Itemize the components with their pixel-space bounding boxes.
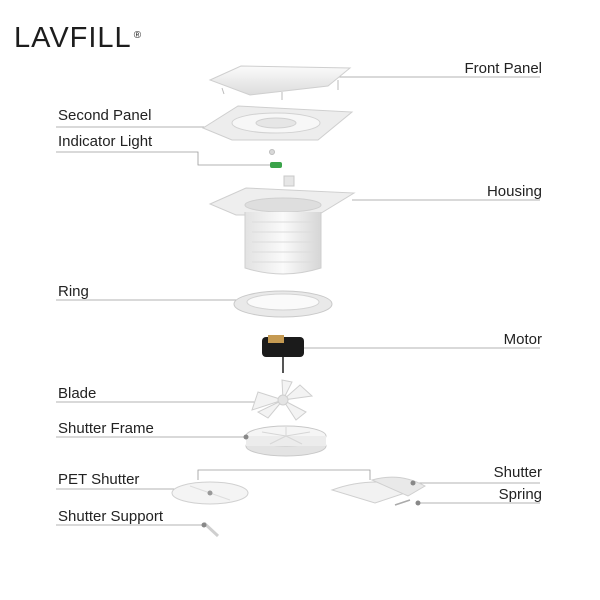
label-blade: Blade xyxy=(58,385,97,402)
label-shutter-frame: Shutter Frame xyxy=(58,420,154,437)
ring-part xyxy=(233,290,333,318)
front-panel-part xyxy=(208,65,352,100)
pet-shutter-part xyxy=(171,481,249,505)
shutter-part xyxy=(330,476,427,504)
motor-part xyxy=(262,335,304,373)
label-spring: Spring xyxy=(498,486,542,503)
label-shutter: Shutter xyxy=(493,464,542,481)
housing-part xyxy=(208,175,356,275)
second-panel-part xyxy=(201,105,354,141)
label-shutter-support: Shutter Support xyxy=(58,508,164,525)
label-pet-shutter: PET Shutter xyxy=(58,471,140,488)
brand-logo: LAVFILL® xyxy=(14,22,143,54)
blade-part xyxy=(251,379,314,421)
indicator-light-part xyxy=(269,149,282,168)
shutter-frame-part xyxy=(243,425,327,457)
shutter-support-part xyxy=(201,521,220,538)
label-motor: Motor xyxy=(503,331,542,348)
label-second-panel: Second Panel xyxy=(58,107,152,124)
label-ring: Ring xyxy=(58,283,89,300)
label-front-panel: Front Panel xyxy=(464,60,542,77)
label-indicator-light: Indicator Light xyxy=(58,133,153,150)
label-housing: Housing xyxy=(486,183,542,200)
spring-part xyxy=(394,499,421,506)
